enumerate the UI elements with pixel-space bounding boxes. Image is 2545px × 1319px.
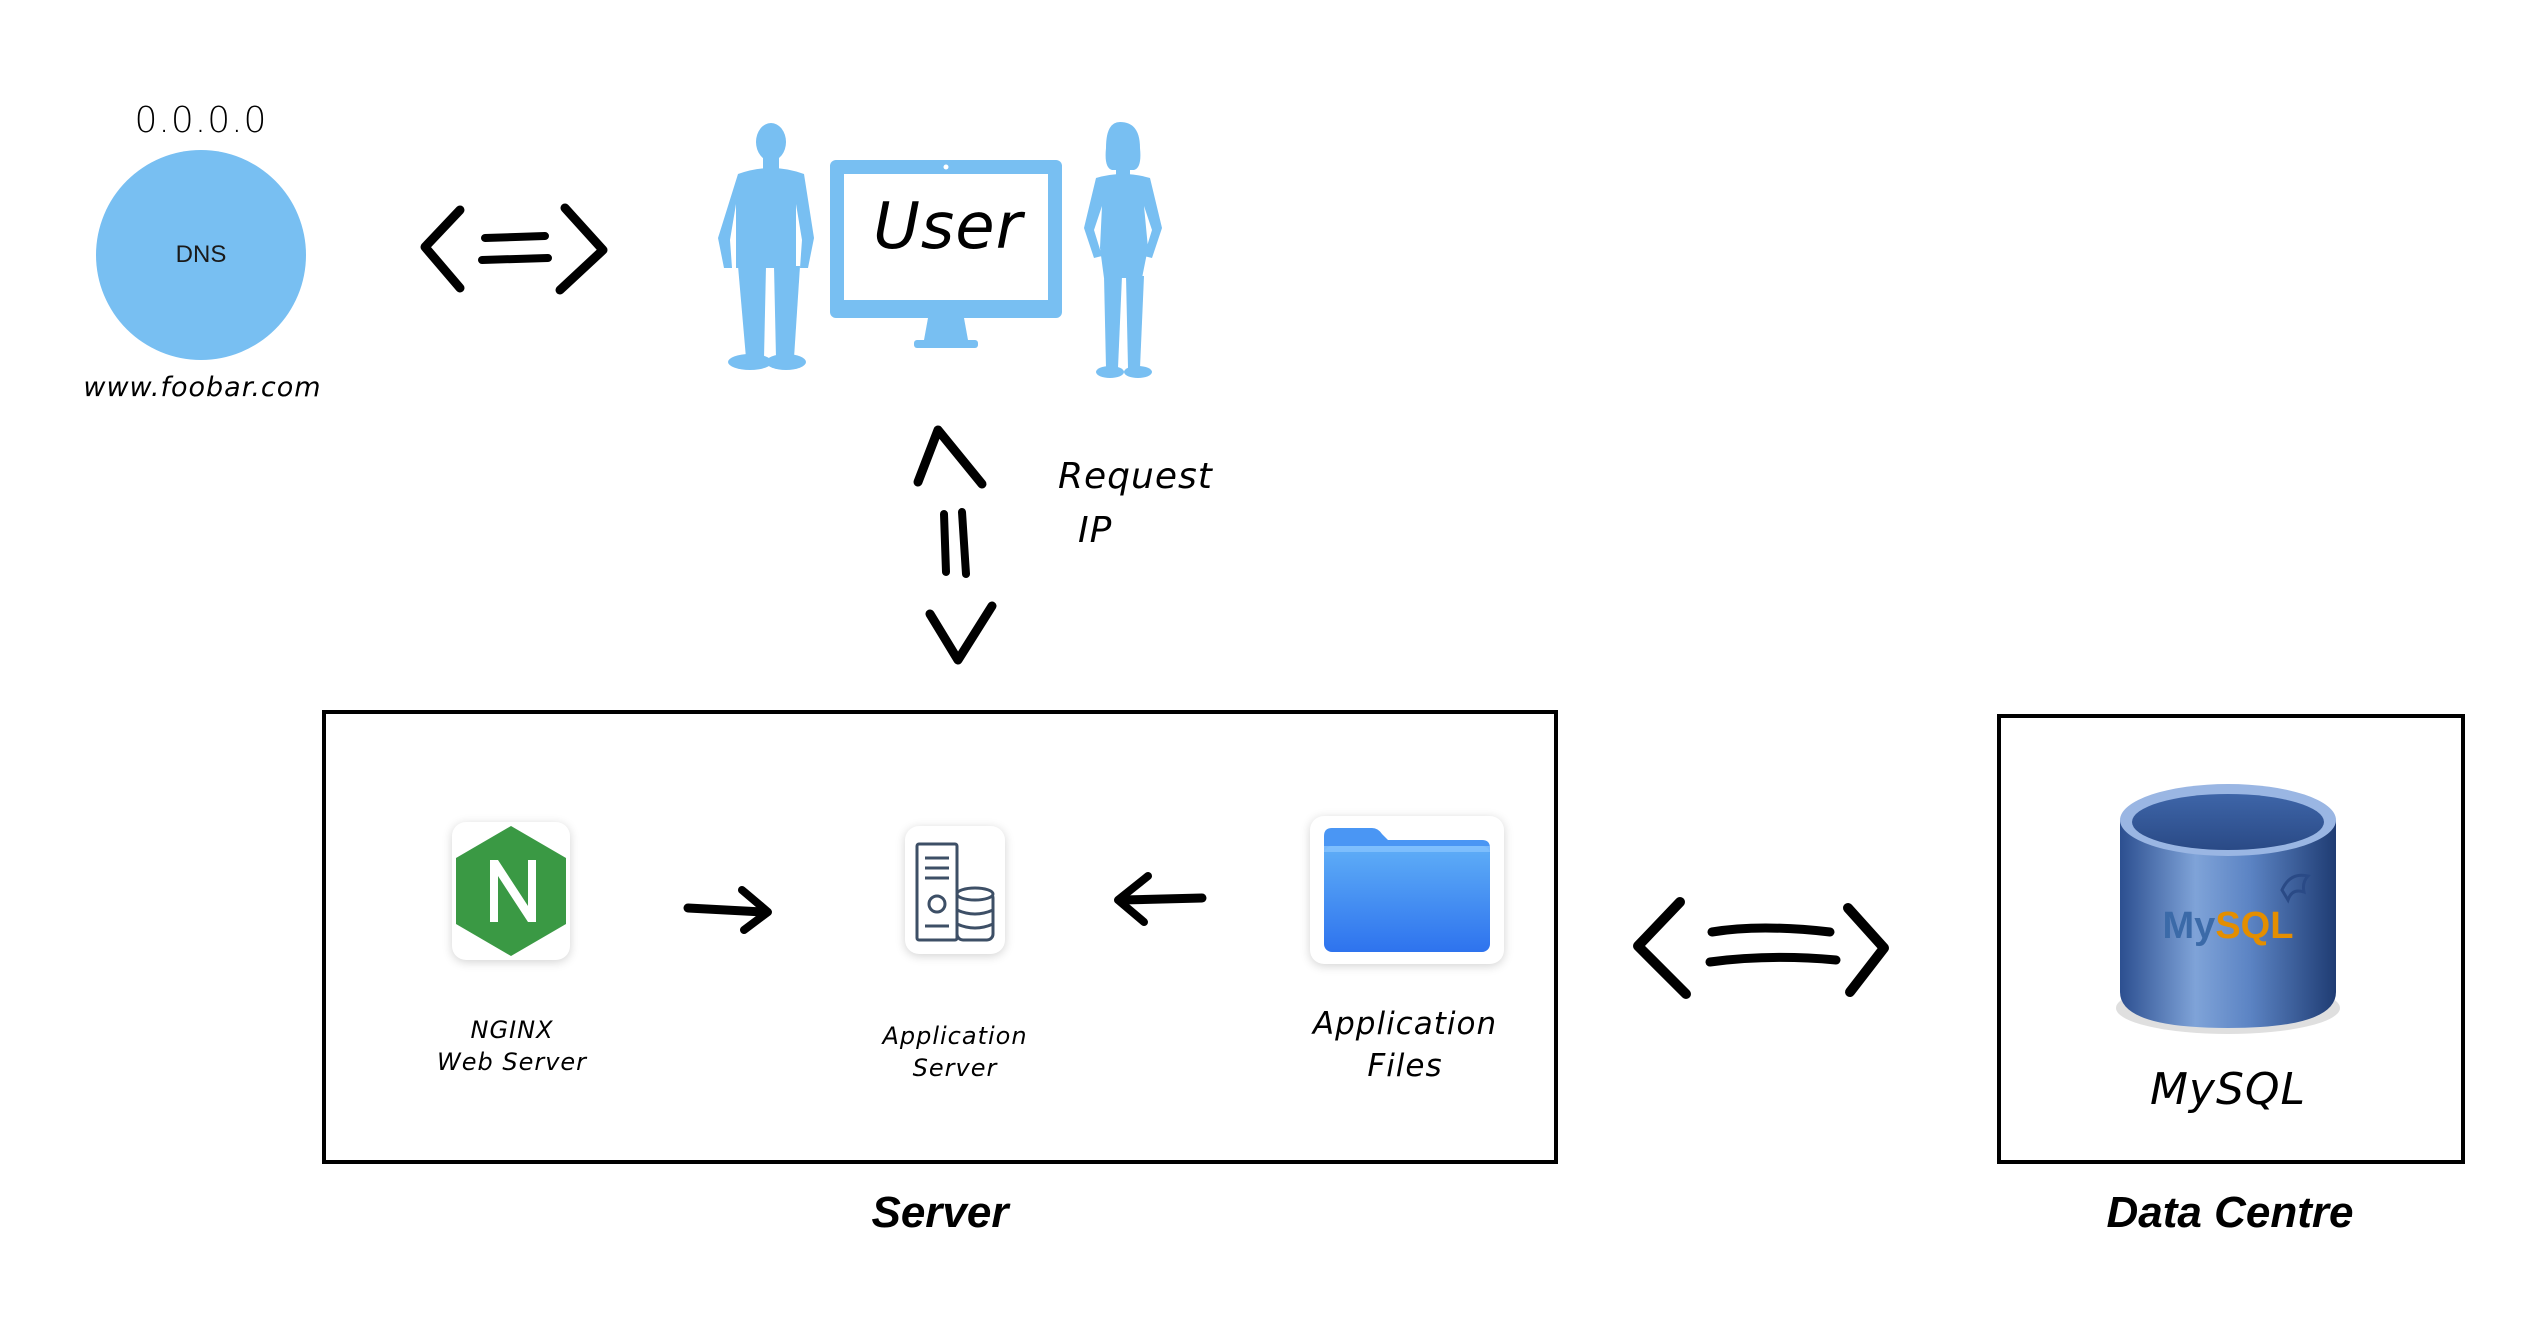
request-label-line1: Request bbox=[1058, 456, 1213, 497]
user-label: User bbox=[873, 190, 1023, 264]
folder-icon bbox=[1324, 828, 1490, 952]
nginx-label-line1: NGINX bbox=[470, 1016, 554, 1044]
nginx-label: NGINX Web Server bbox=[392, 1014, 632, 1079]
dns-user-bidirectional-arrow bbox=[420, 203, 608, 295]
user-server-bidirectional-arrow bbox=[913, 425, 997, 665]
nginx-to-app-server-arrow bbox=[683, 886, 772, 934]
app-files-label-line2: Files bbox=[1367, 1047, 1443, 1084]
app-server-tile bbox=[905, 826, 1005, 954]
app-server-label-line2: Server bbox=[912, 1054, 998, 1083]
dns-label: DNS bbox=[175, 241, 227, 268]
request-label: Request IP bbox=[1058, 450, 1213, 558]
dns-domain-label: www.foobar.com bbox=[83, 372, 322, 403]
files-to-app-server-arrow bbox=[1114, 872, 1207, 926]
data-centre-box bbox=[1997, 714, 2465, 1164]
nginx-logo-icon bbox=[456, 826, 566, 956]
nginx-label-line2: Web Server bbox=[436, 1048, 588, 1077]
app-files-label: Application Files bbox=[1280, 1004, 1530, 1088]
data-centre-caption: Data Centre bbox=[2106, 1188, 2354, 1237]
server-database-icon bbox=[915, 842, 995, 942]
desktop-monitor-icon bbox=[830, 160, 1062, 348]
man-silhouette-icon bbox=[718, 123, 814, 370]
app-server-label: Application Server bbox=[835, 1020, 1075, 1085]
server-datacentre-bidirectional-arrow bbox=[1633, 897, 1889, 999]
app-files-tile bbox=[1310, 816, 1504, 964]
request-label-line2: IP bbox=[1078, 510, 1113, 551]
server-box bbox=[322, 710, 1558, 1164]
mysql-database-icon: MySQL bbox=[2116, 784, 2340, 1034]
app-server-label-line1: Application bbox=[882, 1022, 1028, 1050]
app-files-label-line1: Application bbox=[1312, 1006, 1498, 1042]
mysql-label: MySQL bbox=[2149, 1064, 2307, 1115]
nginx-tile bbox=[452, 822, 570, 960]
woman-silhouette-icon bbox=[1084, 122, 1162, 378]
mysql-logo-text: MySQL bbox=[2163, 905, 2294, 947]
server-caption: Server bbox=[871, 1188, 1009, 1237]
dns-ip-label: 0.0.0.0 bbox=[134, 100, 268, 141]
dns-circle: DNS bbox=[96, 150, 306, 360]
